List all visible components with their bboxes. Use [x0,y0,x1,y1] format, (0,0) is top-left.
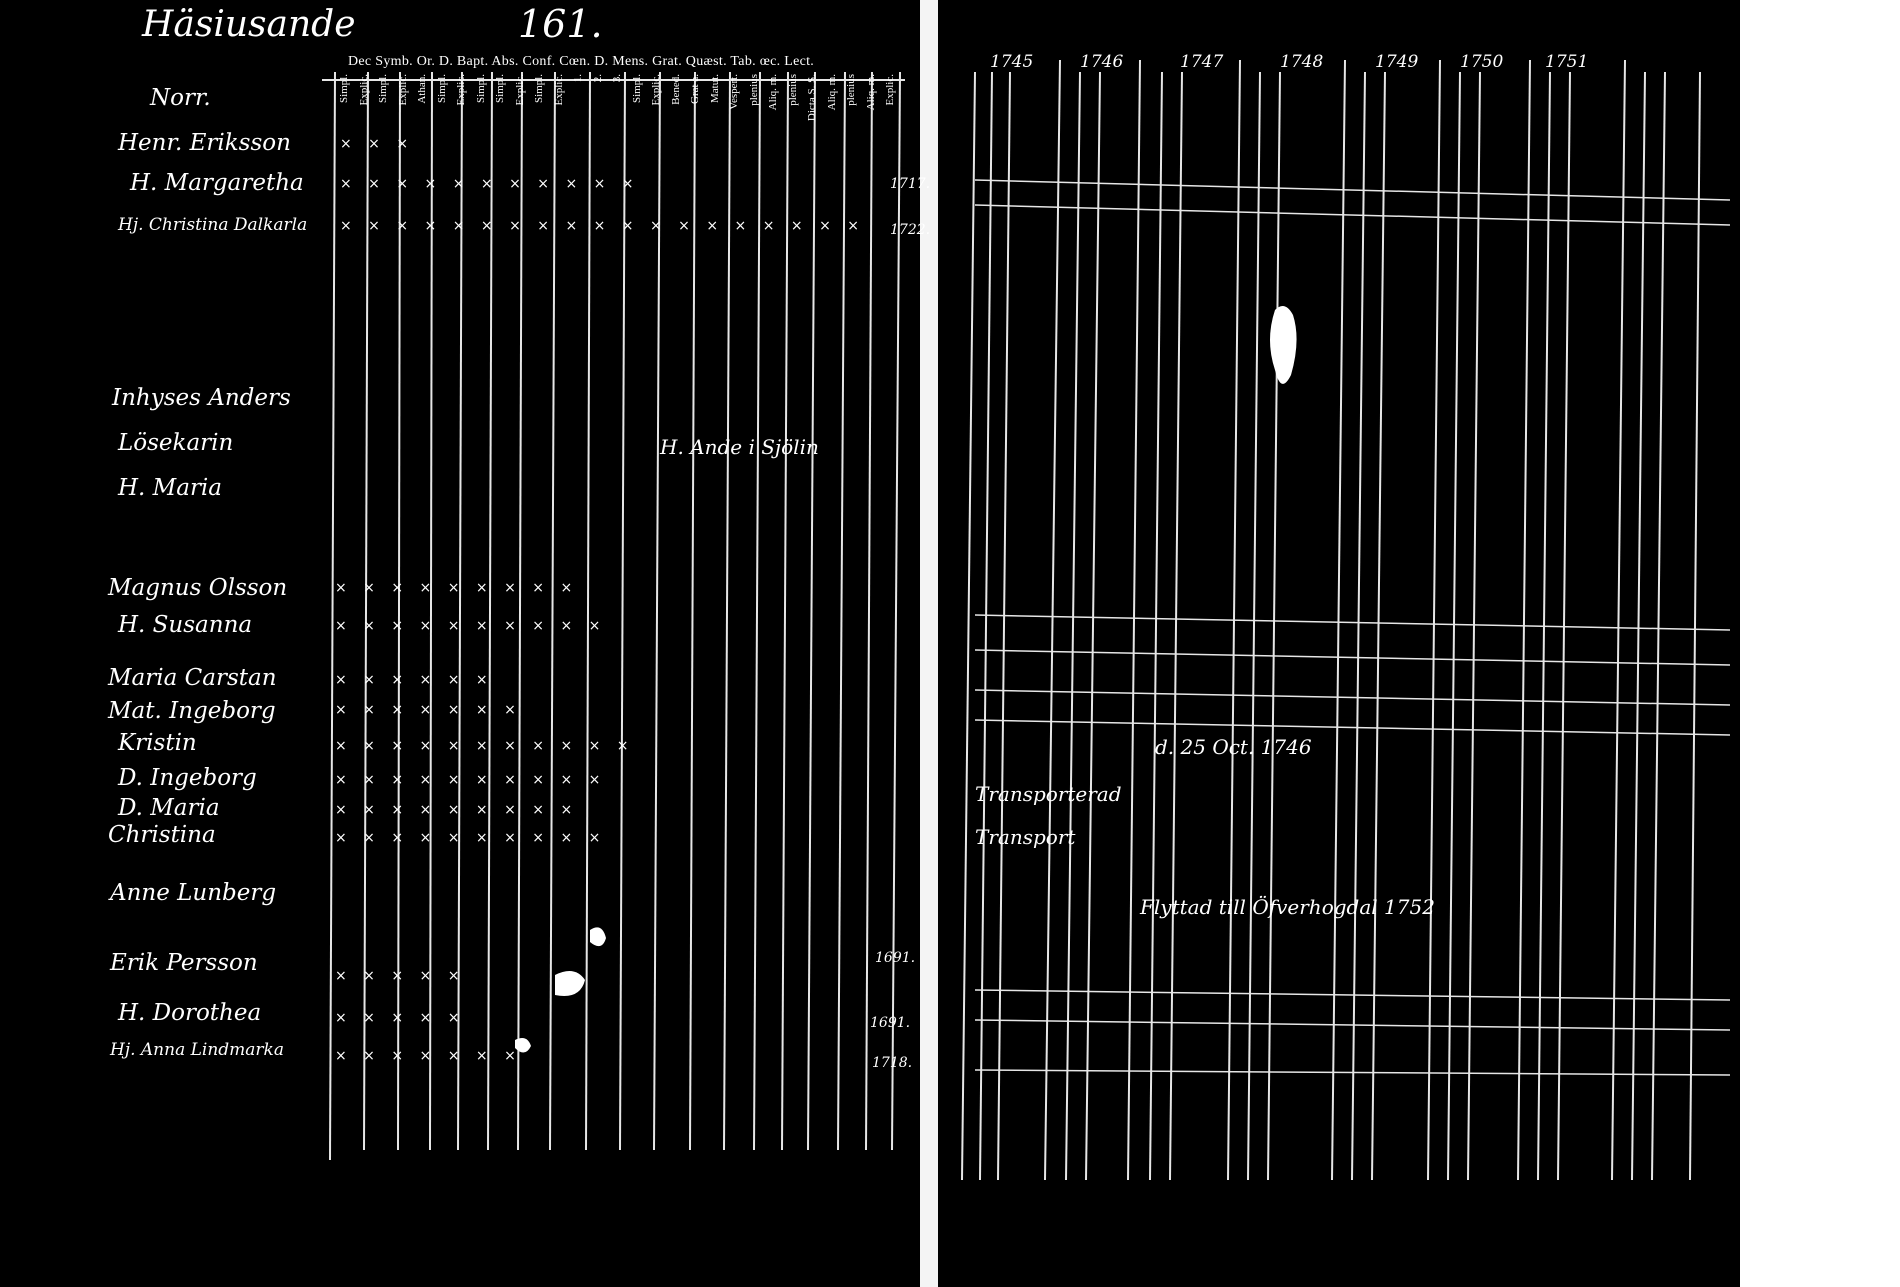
year-header: 1748 [1280,52,1324,72]
year-header: 1749 [1375,52,1419,72]
year-header: 1746 [1080,52,1124,72]
sub-column-header: Grat a. [689,74,701,104]
catechism-marks: × × × × × × × × × × × × × × × × × × × [340,218,865,234]
person-name: Inhyses Anders [112,385,291,411]
catechism-marks: × × × × × × × [335,702,522,718]
person-name: H. Margaretha [130,170,304,196]
sub-column-header: Dicta S. S. [806,74,818,122]
person-name: D. Maria [118,795,220,821]
catechism-marks: × × × × × × × × × [335,802,579,818]
birth-year: 1691. [870,1015,911,1031]
catechism-marks: × × × × × × × × × × [335,772,607,788]
village-title: Häsiusande [142,4,356,45]
person-name: Christina [108,822,216,848]
person-name: Erik Persson [110,950,258,976]
sub-column-header: 1. [572,74,584,83]
margin-note: Flyttad till Öfverhogdal 1752 [1140,895,1435,919]
catechism-marks: × × × × × × × × × [335,580,579,596]
sub-column-header: Explic. [357,74,370,106]
birth-year: 1718. [872,1055,913,1071]
sub-column-header: plenius [786,74,799,106]
catechism-marks: × × × × × × × × × × [335,830,607,846]
sub-column-header: Matut. [708,74,721,104]
catechism-marks: × × × × × × [335,672,494,688]
sub-column-header: plenius [845,74,857,106]
margin-note: H. Ande i Sjölin [660,435,819,459]
sub-column-header: Bened. [669,74,682,105]
person-name: D. Ingeborg [118,765,257,791]
transfer-note: Transport [975,825,1076,849]
birth-year: 1722. [890,222,931,238]
catechism-marks: × × × × × [335,968,466,984]
birth-year: 1691. [875,950,916,966]
transfer-note: Transporterad [975,782,1122,806]
year-header: 1747 [1180,52,1224,72]
year-header: 1750 [1460,52,1504,72]
sub-column-header: Explic. [884,74,896,106]
catechism-marks: × × × × × [335,1010,466,1026]
sub-column-header: Aliq. m. [767,74,779,111]
sub-column-header: Aliq. m. [864,74,877,111]
sub-column-header: Simpl. [435,74,448,104]
year-header: 1751 [1545,52,1589,72]
sub-column-header: Simpl. [474,74,487,104]
person-name: Hj. Christina Dalkarla [118,215,308,235]
sub-column-header: Simpl. [630,74,643,104]
sub-column-header: Aliq. m. [825,74,838,111]
sub-column-header: Simpl. [533,74,545,104]
person-name: Magnus Olsson [108,575,288,601]
person-name: Lösekarin [118,430,234,456]
sub-column-header: Explic. [650,74,662,106]
person-name: Maria Carstan [108,665,277,691]
sub-column-header: Simpl. [494,74,506,104]
sub-column-header: Explic. [552,74,565,106]
sub-column-header: 2. [591,74,604,83]
page-number: 161. [518,2,603,46]
catechism-marks: × × × × × × × × × × × [335,738,635,754]
catechism-marks: × × × [340,136,415,152]
farm-name: Anne Lunberg [110,880,277,906]
sub-column-header: Explic. [513,74,526,106]
column-group-header: Dec Symb. Or. D. Bapt. Abs. Conf. Cœn. D… [348,54,815,69]
year-header: 1745 [990,52,1034,72]
sub-column-header: Explic. [455,74,467,106]
sub-column-header: Vespert. [728,74,740,110]
sub-column-header: Simpl. [377,74,389,104]
catechism-marks: × × × × × × × × × × × [340,176,640,192]
person-name: Kristin [118,730,197,756]
person-name: H. Susanna [118,612,253,638]
person-name: H. Dorothea [118,1000,262,1026]
farm-name: Norr. [150,85,211,111]
catechism-marks: × × × × × × × [335,1048,522,1064]
person-name: Henr. Eriksson [118,130,291,156]
person-name: H. Maria [118,475,223,501]
sub-column-header: 3. [611,74,623,83]
book-gutter [920,0,938,1287]
marginal-date: d. 25 Oct. 1746 [1155,735,1312,759]
sub-column-header: Simpl. [338,74,350,104]
sub-column-header: Athan. [416,74,428,104]
person-name: Mat. Ingeborg [108,698,276,724]
birth-year: 1717. [890,176,931,192]
scan-margin [1740,0,1900,1287]
person-name: Hj. Anna Lindmarka [110,1040,284,1060]
sub-column-header: plenius [747,74,760,106]
catechism-marks: × × × × × × × × × × [335,618,607,634]
sub-column-header: Explic. [396,74,409,106]
